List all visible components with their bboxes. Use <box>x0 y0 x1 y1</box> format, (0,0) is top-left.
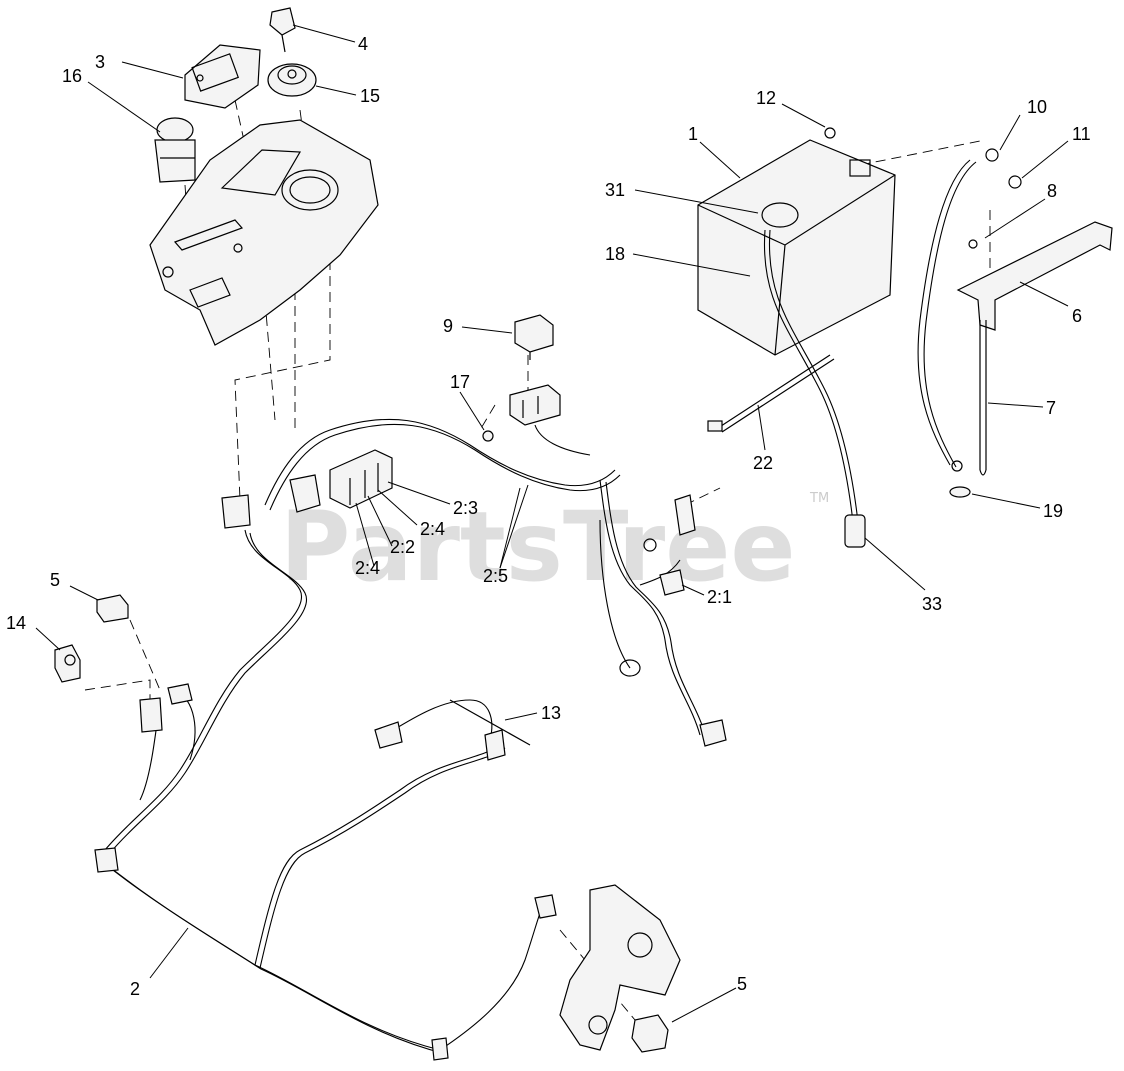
callout-12: 12 <box>756 88 776 108</box>
callout-11: 11 <box>1072 124 1091 144</box>
callout-7: 7 <box>1046 398 1056 418</box>
dash-panel <box>149 119 379 346</box>
leader-lines <box>35 24 1069 1023</box>
callout-6: 6 <box>1072 306 1082 326</box>
callout-2-2: 2:2 <box>390 537 415 557</box>
callout-10: 10 <box>1027 97 1047 117</box>
callout-2-4-lower: 2:4 <box>355 558 380 578</box>
relay-socket <box>509 384 561 426</box>
display-module <box>184 44 261 109</box>
relay <box>514 314 554 360</box>
callout-33: 33 <box>922 594 942 614</box>
callout-9: 9 <box>443 316 453 336</box>
callout-17: 17 <box>450 372 470 392</box>
callout-5-lower: 5 <box>737 974 747 994</box>
ignition-key <box>269 7 296 53</box>
callout-5-upper: 5 <box>50 570 60 590</box>
pedal-bracket <box>559 884 681 1051</box>
watermark-trademark: TM <box>809 491 829 506</box>
callout-22: 22 <box>753 453 773 473</box>
switch-5-lower <box>631 1014 669 1053</box>
callout-31: 31 <box>605 180 625 200</box>
push-button-switch <box>154 117 196 183</box>
callout-15: 15 <box>360 86 380 106</box>
callout-2-1: 2:1 <box>707 587 732 607</box>
wire-harness <box>94 418 727 1061</box>
watermark: PartsTree <box>280 491 795 603</box>
ignition-switch <box>267 63 317 97</box>
callout-16: 16 <box>62 66 82 86</box>
screw <box>482 430 494 442</box>
callout-4: 4 <box>358 34 368 54</box>
battery <box>697 127 896 356</box>
callout-13: 13 <box>541 703 561 723</box>
callout-3: 3 <box>95 52 105 72</box>
battery-bracket <box>956 221 1113 476</box>
callout-18: 18 <box>605 244 625 264</box>
switch-5-upper <box>96 594 129 623</box>
cable-tie <box>707 354 835 433</box>
callout-2-3: 2:3 <box>453 498 478 518</box>
callout-14: 14 <box>6 613 26 633</box>
positive-cable <box>763 229 856 541</box>
callout-8: 8 <box>1047 181 1057 201</box>
callout-2-5: 2:5 <box>483 566 508 586</box>
ground-cable <box>917 159 971 466</box>
callout-2-4-upper: 2:4 <box>420 519 445 539</box>
callout-1: 1 <box>688 124 698 144</box>
callout-19: 19 <box>1043 501 1063 521</box>
switch-14 <box>54 644 81 683</box>
callout-2: 2 <box>130 979 140 999</box>
callout-labels: 4 3 16 15 12 10 1 11 31 8 18 6 9 17 7 22… <box>6 34 1091 999</box>
